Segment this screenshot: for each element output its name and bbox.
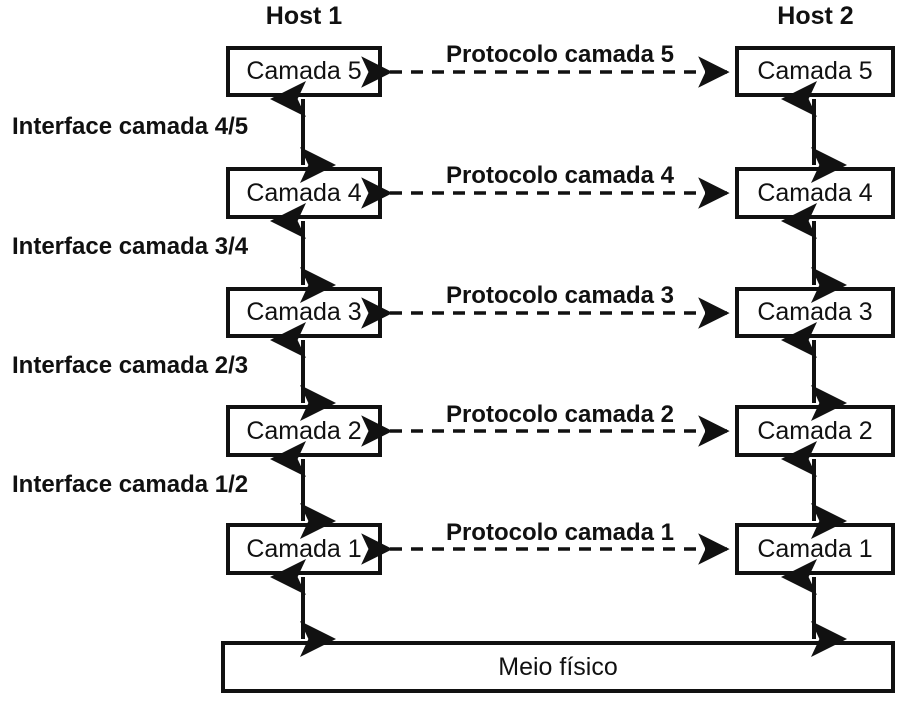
host2-layer-4-box[interactable]: Camada 4 [735, 167, 895, 219]
protocol-label-layer-3: Protocolo camada 3 [445, 282, 675, 309]
host2-layer-1-box[interactable]: Camada 1 [735, 523, 895, 575]
protocol-label-layer-2: Protocolo camada 2 [445, 401, 675, 428]
interface-label-1-2: Interface camada 1/2 [12, 471, 249, 498]
host2-layer-3-box[interactable]: Camada 3 [735, 287, 895, 338]
host1-layer-3-box[interactable]: Camada 3 [226, 287, 382, 338]
host1-layer-1-box[interactable]: Camada 1 [226, 523, 382, 575]
protocol-label-layer-5: Protocolo camada 5 [445, 41, 675, 68]
host1-layer-4-box[interactable]: Camada 4 [226, 167, 382, 219]
interface-label-3-4: Interface camada 3/4 [12, 233, 249, 260]
interface-label-2-3: Interface camada 2/3 [12, 352, 249, 379]
protocol-label-layer-1: Protocolo camada 1 [445, 519, 675, 546]
host-2-title: Host 2 [777, 2, 854, 30]
host-1-title: Host 1 [265, 2, 343, 30]
host2-layer-5-box[interactable]: Camada 5 [735, 46, 895, 97]
host1-layer-5-box[interactable]: Camada 5 [226, 46, 382, 97]
host1-layer-2-box[interactable]: Camada 2 [226, 405, 382, 457]
host2-layer-2-box[interactable]: Camada 2 [735, 405, 895, 457]
physical-medium-box[interactable]: Meio físico [221, 641, 895, 693]
protocol-label-layer-4: Protocolo camada 4 [445, 162, 675, 189]
interface-label-4-5: Interface camada 4/5 [12, 113, 249, 140]
